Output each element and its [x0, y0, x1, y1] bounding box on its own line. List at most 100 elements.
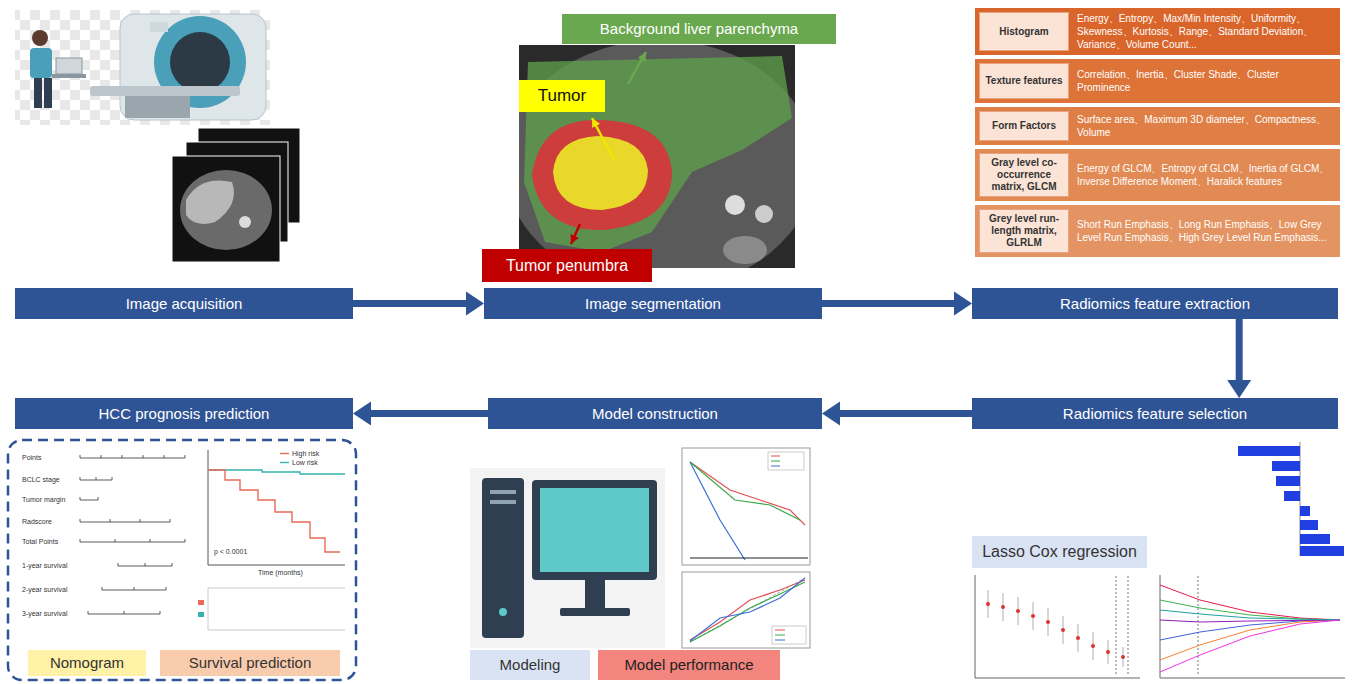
mri-slices-part	[180, 170, 272, 250]
step-title: Image segmentation	[585, 295, 721, 313]
prognosis-panel-part-part	[166, 587, 167, 590]
plot-label: BCLC stage	[22, 476, 60, 483]
prognosis-panel-part-part	[80, 497, 81, 500]
performance-plots-part	[690, 462, 800, 520]
mri-slices	[172, 128, 300, 262]
lasso-plots-part	[1300, 520, 1318, 530]
liver-mri-part-part	[519, 45, 795, 268]
computer-icon-part	[490, 500, 516, 504]
performance-plots-part	[690, 557, 808, 558]
lasso-plots-part	[1116, 576, 1117, 676]
step-title: Radiomics feature extraction	[1060, 295, 1250, 313]
region-name: Tumor	[538, 86, 587, 106]
plot-label: Tumor margin	[22, 496, 65, 503]
prognosis-panel-part-part	[112, 477, 113, 480]
arrow-head	[1227, 380, 1251, 398]
lasso-plots-part	[1300, 546, 1344, 556]
prognosis-panel	[8, 440, 356, 680]
plot-label: 2-year survival	[22, 586, 68, 593]
prognosis-panel-part-part	[110, 519, 111, 522]
feature-list: Energy、Entropy、Max/Min Intensity、Uniform…	[1077, 12, 1334, 51]
process-bar: Image acquisition	[15, 288, 353, 319]
prognosis-panel-part	[280, 453, 289, 454]
prognosis-panel-part-part	[102, 587, 103, 590]
lasso-plots-part-part	[1160, 600, 1340, 620]
plot-label: 3-year survival	[22, 610, 68, 617]
computer-icon-part	[585, 580, 605, 608]
prognosis-panel-part-part	[80, 522, 170, 523]
performance-plots-part	[768, 452, 804, 470]
box-text: Model performance	[624, 656, 753, 674]
prognosis-panel-part-part	[80, 539, 81, 542]
output-tag: Nomogram	[28, 650, 146, 676]
lasso-plots-part-part	[1091, 644, 1095, 648]
plot-label: 1-year survival	[22, 562, 68, 569]
prognosis-panel-part-part	[145, 563, 146, 566]
lasso-plots-part	[975, 575, 976, 678]
prognosis-panel-part-part	[101, 455, 102, 458]
lasso-plots-part	[1276, 476, 1300, 486]
lasso-plots-part-part	[1031, 614, 1035, 618]
arrow-shaft	[839, 410, 972, 417]
lasso-plots-part-part	[1016, 609, 1020, 613]
mri-scanner-part	[90, 86, 240, 96]
arrow-shaft	[370, 410, 488, 417]
prognosis-panel-part	[8, 440, 356, 680]
mri-scanner-part	[44, 78, 52, 108]
lasso-plots-part	[1160, 585, 1340, 672]
mri-scanner-part	[34, 78, 42, 108]
prognosis-panel-part-part	[170, 519, 171, 522]
performance-plots-part	[771, 456, 780, 457]
method-tag: Lasso Cox regression	[972, 536, 1147, 568]
lasso-plots-part	[1160, 678, 1345, 679]
feature-group: Form Factors	[979, 111, 1069, 141]
feature-group: Grey level run-length matrix, GLRLM	[979, 209, 1069, 253]
liver-mri-part	[592, 118, 614, 160]
process-bar: Model construction	[488, 398, 822, 429]
prognosis-panel-part	[208, 470, 340, 552]
process-bar: Image segmentation	[484, 288, 822, 319]
prognosis-panel-part-part	[80, 477, 81, 480]
arrow-shaft	[353, 300, 467, 307]
prognosis-panel-part	[198, 612, 204, 617]
prognosis-panel-part-part	[118, 563, 119, 566]
liver-mri-part-part	[723, 236, 767, 264]
prognosis-panel-part	[208, 630, 345, 631]
lasso-plots-part-part	[1160, 620, 1340, 672]
arrow-shaft	[822, 300, 955, 307]
prognosis-panel-part-part	[80, 542, 185, 543]
mri-scanner	[15, 10, 270, 125]
prognosis-panel-part	[208, 470, 345, 474]
mri-scanner-part	[52, 74, 86, 78]
mri-scanner-part	[15, 10, 270, 125]
process-bar: Radiomics feature extraction	[972, 288, 1338, 319]
lasso-plots-part-part	[1160, 585, 1340, 620]
output-tag: Survival prediction	[160, 650, 340, 676]
computer-icon-part	[482, 478, 524, 638]
performance-plots-part	[682, 448, 810, 565]
prognosis-panel-part-part	[160, 611, 161, 614]
liver-mri-part-part	[553, 136, 648, 210]
prognosis-panel-part-part	[124, 611, 125, 614]
prognosis-panel-part	[208, 588, 345, 589]
computer-icon-part	[560, 608, 630, 616]
mri-slices-part	[172, 156, 280, 262]
computer-icon-part	[499, 608, 507, 616]
prognosis-panel-part-part	[134, 587, 135, 590]
flow-arrow	[353, 292, 484, 316]
feature-list: Surface area、Maximum 3D diameter、Compact…	[1077, 113, 1334, 139]
prognosis-panel-part-part	[150, 539, 151, 542]
prognosis-panel-part	[198, 600, 204, 605]
computer-icon-part	[540, 488, 649, 572]
performance-plots-part	[775, 630, 785, 631]
mri-slices-part	[239, 216, 251, 228]
computer-icon-part	[490, 490, 516, 494]
prognosis-panel-part-part	[80, 519, 81, 522]
mri-scanner-part	[30, 48, 52, 78]
region-label: Tumor penumbra	[482, 249, 652, 282]
liver-mri-part	[571, 224, 580, 244]
step-title: Image acquisition	[126, 295, 243, 313]
lasso-plots-part	[1160, 575, 1161, 678]
lasso-plots-part	[975, 678, 1140, 679]
computer-icon-part	[532, 480, 657, 580]
